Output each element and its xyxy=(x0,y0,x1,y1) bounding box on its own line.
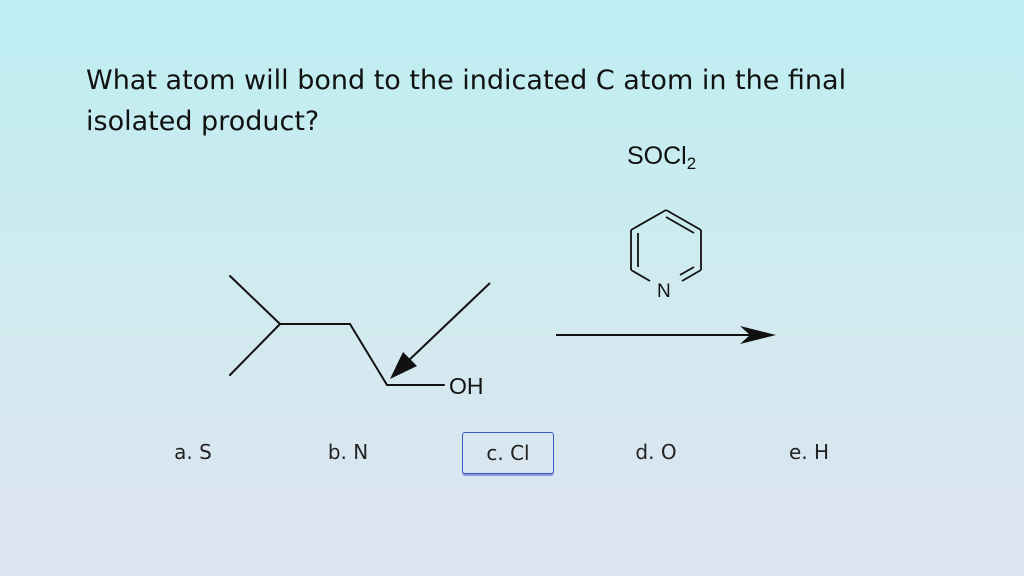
reagent-subscript: 2 xyxy=(686,154,697,173)
hydroxyl-label: OH xyxy=(449,373,484,399)
substrate-structure xyxy=(229,275,445,386)
choice-c[interactable]: c. Cl xyxy=(462,432,554,474)
reaction-arrow xyxy=(556,326,776,344)
pyridine-nitrogen-label: N xyxy=(657,281,671,302)
bond xyxy=(229,323,281,376)
choice-d[interactable]: d. O xyxy=(635,440,677,464)
choice-e[interactable]: e. H xyxy=(788,440,830,464)
choice-a[interactable]: a. S xyxy=(174,440,212,464)
choice-b[interactable]: b. N xyxy=(327,440,369,464)
question-text: What atom will bond to the indicated C a… xyxy=(86,65,847,137)
bond xyxy=(229,275,281,325)
reagent-label: SOCl2 xyxy=(627,142,696,174)
bond xyxy=(349,323,388,386)
reagent-formula: SOCl xyxy=(627,142,687,170)
indicator-arrow xyxy=(390,282,491,379)
pyridine-ring xyxy=(630,209,702,282)
